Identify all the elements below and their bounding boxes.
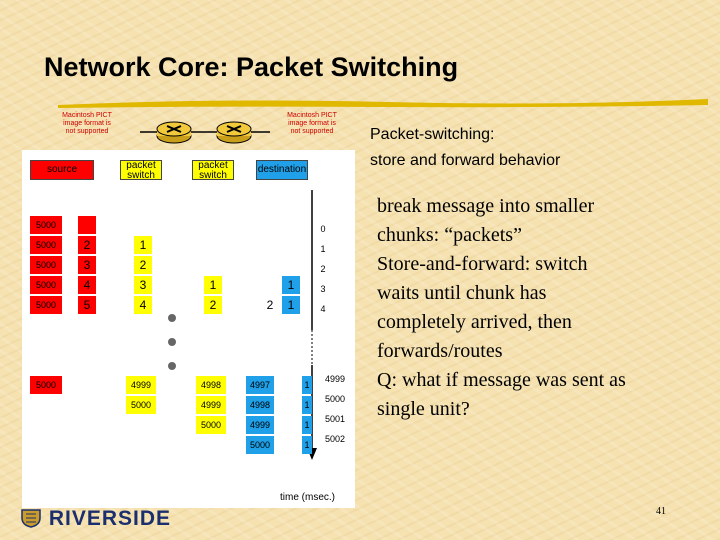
packet-cell: 1 <box>282 296 300 314</box>
packet-cell: 5000 <box>30 236 62 254</box>
switch1-lower: 4999 5000 <box>126 376 156 414</box>
time-axis <box>168 190 317 460</box>
body-line: single unit? <box>377 398 470 420</box>
pict-placeholder-right: Macintosh PICT image format is not suppo… <box>287 112 337 135</box>
switch-label-2: packet switch <box>192 160 234 181</box>
packet-cell: 1 <box>282 276 300 294</box>
packet-cell: 2 <box>78 236 96 254</box>
body-line: Store-and-forward: switch <box>377 253 588 275</box>
body-line: break message into smaller <box>377 195 595 217</box>
router-icon <box>216 121 252 144</box>
time-tick: 2 <box>320 264 326 274</box>
packet-cell: 5000 <box>30 276 62 294</box>
body-line: forwards/routes <box>377 340 503 362</box>
packet-cell: 1 <box>302 396 312 414</box>
slide-title: Network Core: Packet Switching <box>44 52 459 82</box>
switch2-column: 1 2 <box>204 276 222 314</box>
packet-cell: 5000 <box>30 256 62 274</box>
time-tick: 4 <box>320 304 326 314</box>
time-tick: 5001 <box>324 414 346 424</box>
packet-cell: 5 <box>78 296 96 314</box>
packet-cell: 2 <box>204 296 222 314</box>
time-tick: 5000 <box>324 394 346 404</box>
packet-cell: 1 <box>302 416 312 434</box>
shield-icon <box>21 509 41 528</box>
body-line: waits until chunk has <box>377 282 547 304</box>
time-tick: 1 <box>320 244 326 254</box>
intro-line: Packet-switching: <box>370 126 495 143</box>
pict-placeholder-left: Macintosh PICT image format is not suppo… <box>62 112 112 135</box>
title-underline <box>58 99 708 108</box>
packet-cell: 3 <box>78 256 96 274</box>
store-and-forward-diagram: source packet switch packet switch desti… <box>22 150 355 508</box>
source-column: 5000 5000 5000 5000 5000 <box>30 216 62 314</box>
router-icons <box>140 121 270 144</box>
time-tick: 5002 <box>324 434 346 444</box>
destination-lower: 4997 4998 4999 5000 <box>246 376 274 454</box>
intro-line: store and forward behavior <box>370 152 561 169</box>
packet-cell: 4997 <box>246 376 274 394</box>
switch2-lower: 4998 4999 5000 <box>196 376 226 434</box>
packet-cell: 4 <box>134 296 152 314</box>
packet-cell: 4999 <box>196 396 226 414</box>
time-axis-label: time (msec.) <box>280 492 335 503</box>
packet-cell: 5000 <box>196 416 226 434</box>
packet-cell: 5000 <box>30 296 62 314</box>
riverside-logo: RIVERSIDE <box>20 507 171 531</box>
packet-cell: 1 <box>204 276 222 294</box>
time-tick: 3 <box>320 284 326 294</box>
packet-cell: 1 <box>302 436 312 454</box>
router-icon <box>156 121 192 144</box>
body-text: break message into smaller chunks: “pack… <box>377 192 707 424</box>
page-number: 41 <box>656 506 666 517</box>
packet-cell: 4 <box>78 276 96 294</box>
time-ticks-lower: 4999 5000 5001 5002 <box>320 370 350 448</box>
time-tick: 0 <box>320 224 326 234</box>
packet-cell: 5000 <box>30 216 62 234</box>
packet-cell: 4999 <box>246 416 274 434</box>
packet-cell: 2 <box>266 298 274 312</box>
packet-cell: 4999 <box>126 376 156 394</box>
switch1-column: 1 2 3 4 <box>134 236 152 314</box>
ones-lower: 1 1 1 1 <box>302 376 312 454</box>
packet-cell: 2 <box>134 256 152 274</box>
packet-cell: 1 <box>134 236 152 254</box>
packet-cell: 5000 <box>30 376 62 394</box>
source-label: source <box>30 160 94 180</box>
intro-text: Packet-switching: store and forward beha… <box>370 122 560 174</box>
packet-cell: 1 <box>302 376 312 394</box>
source-sequence-column: 2 3 4 5 <box>78 216 96 314</box>
destination-column: 1 1 <box>282 276 300 314</box>
packet-cell: 4998 <box>246 396 274 414</box>
logo-text: RIVERSIDE <box>48 507 172 530</box>
packet-cell: 5000 <box>126 396 156 414</box>
packet-cell: 5000 <box>246 436 274 454</box>
time-tick: 4999 <box>324 374 346 384</box>
destination-label: destination <box>256 160 308 180</box>
packet-cell: 3 <box>134 276 152 294</box>
body-line: Q: what if message was sent as <box>377 369 626 391</box>
packet-cell: 4998 <box>196 376 226 394</box>
time-ticks-upper: 0 1 2 3 4 <box>316 220 330 318</box>
switch-label-1: packet switch <box>120 160 162 181</box>
body-line: completely arrived, then <box>377 311 572 333</box>
body-line: chunks: “packets” <box>377 224 522 246</box>
